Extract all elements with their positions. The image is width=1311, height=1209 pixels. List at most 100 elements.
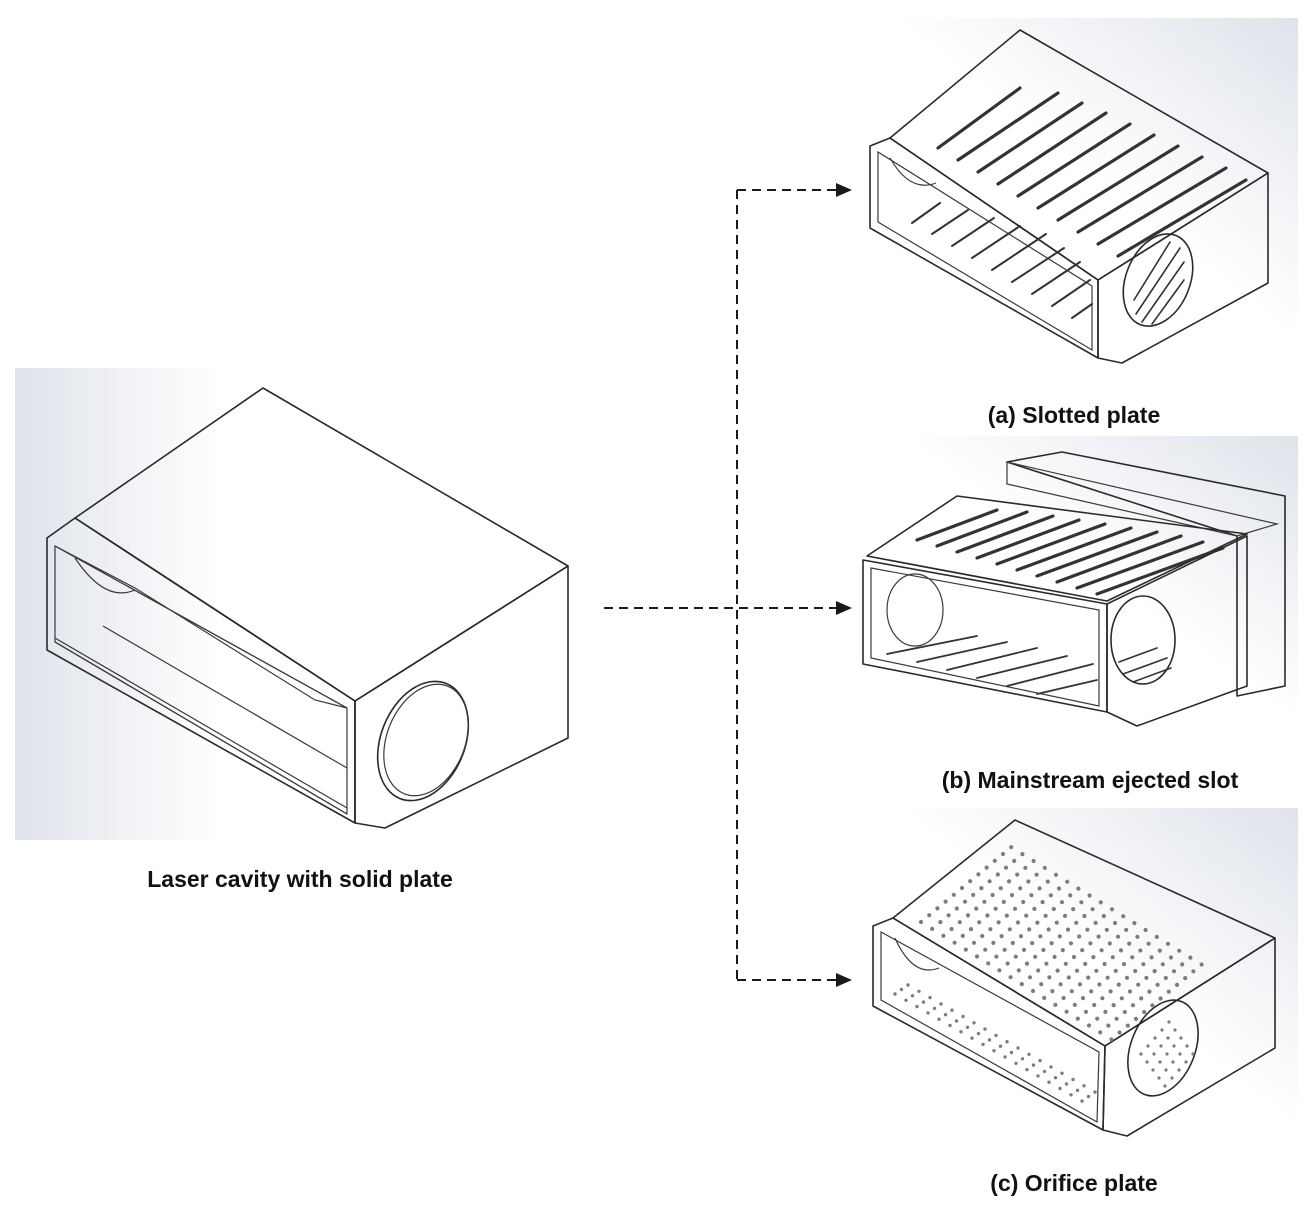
side-port-circle	[1127, 999, 1199, 1097]
orifice-hole	[1121, 962, 1127, 967]
orifice-hole	[1086, 1094, 1091, 1099]
orifice-hole	[1177, 948, 1182, 953]
orifice-hole	[1150, 1003, 1155, 1008]
orifice-hole	[1122, 1009, 1127, 1015]
top-plate	[866, 495, 1248, 602]
orifice-hole	[974, 954, 980, 959]
orifice-hole	[1184, 1060, 1188, 1064]
orifice-hole	[976, 1031, 981, 1036]
orifice-hole	[1144, 975, 1149, 980]
orifice-hole	[1004, 913, 1009, 918]
orifice-hole	[927, 913, 932, 918]
orifice-hole	[1019, 982, 1024, 987]
orifice-hole	[1064, 1082, 1069, 1086]
orifice-hole	[1024, 913, 1029, 918]
orifice-hole	[939, 1002, 943, 1006]
orifice-hole	[1031, 858, 1036, 864]
bottom-slots	[911, 202, 1093, 319]
orifice-hole	[1087, 893, 1092, 898]
side-wall	[354, 565, 569, 829]
slotted-plate-panel	[850, 18, 1298, 376]
orifice-hole	[999, 934, 1004, 939]
side-port-circle	[1110, 595, 1176, 685]
orifice-hole	[906, 983, 910, 987]
orifice-hole	[1042, 1069, 1047, 1074]
orifice-hole	[1030, 941, 1035, 946]
orifice-hole	[1058, 1086, 1062, 1091]
orifice-hole	[1130, 1003, 1136, 1008]
orifice-hole	[957, 920, 962, 925]
orifice-hole	[1053, 872, 1059, 877]
orifice-hole	[1064, 1009, 1069, 1014]
orifice-hole	[962, 899, 968, 904]
orifice-hole	[1044, 961, 1049, 966]
orifice-hole	[1005, 961, 1010, 966]
side-wall	[1102, 937, 1276, 1137]
arrowhead-orifice	[836, 973, 852, 987]
slotted-plate-drawing	[850, 18, 1298, 376]
orifice-hole	[1135, 934, 1140, 939]
orifice-hole	[1147, 989, 1152, 994]
orifice-hole	[986, 961, 991, 966]
orifice-hole	[1100, 996, 1105, 1001]
orifice-hole	[1052, 954, 1057, 959]
orifice-hole	[1025, 1067, 1029, 1072]
orifice-hole	[950, 1008, 954, 1012]
orifice-hole	[1080, 948, 1085, 953]
orifice-hole	[1071, 1077, 1075, 1082]
orifice-hole	[1029, 893, 1034, 898]
orifice-hole	[1163, 975, 1168, 981]
orifice-hole	[1077, 982, 1083, 987]
orifice-hole	[1092, 1002, 1097, 1008]
orifice-hole	[984, 865, 989, 870]
orifice-hole	[972, 1021, 976, 1025]
orifice-hole	[1082, 913, 1087, 919]
orifice-hole	[1158, 1060, 1162, 1064]
orifice-hole	[987, 879, 992, 884]
orifice-hole	[959, 885, 965, 891]
orifice-hole	[1047, 1080, 1051, 1084]
orifice-hole	[1168, 955, 1174, 960]
orifice-hole	[918, 919, 924, 925]
orifice-hole	[1048, 893, 1053, 898]
orifice-hole	[1106, 1023, 1111, 1028]
orifice-hole	[977, 920, 982, 925]
orifice-hole	[937, 1017, 941, 1021]
orifice-hole	[899, 987, 904, 992]
orifice-hole	[980, 933, 985, 939]
orifice-hole	[1010, 940, 1015, 946]
orifice-plate-drawing	[855, 808, 1298, 1163]
orifice-hole	[1097, 982, 1102, 987]
orifice-hole	[1005, 1040, 1009, 1044]
orifice-hole	[1003, 1055, 1007, 1059]
orifice-hole	[1179, 1036, 1183, 1040]
orifice-hole	[1191, 1052, 1195, 1056]
orifice-hole	[1009, 893, 1015, 898]
orifice-hole	[998, 1044, 1003, 1048]
orifice-hole	[1015, 920, 1021, 925]
orifice-hole	[1024, 961, 1030, 966]
orifice-hole	[1191, 969, 1196, 974]
orifice-hole	[1008, 975, 1013, 980]
orifice-hole	[1027, 1052, 1031, 1056]
orifice-hole	[935, 906, 940, 911]
orifice-hole	[917, 989, 921, 993]
orifice-hole	[1094, 968, 1099, 973]
orifice-hole	[1199, 962, 1204, 967]
orifice-hole	[941, 933, 946, 938]
orifice-hole	[1151, 1068, 1155, 1072]
solid-plate-caption: Laser cavity with solid plate	[147, 866, 453, 892]
orifice-hole	[1021, 899, 1026, 905]
orifice-hole	[1083, 1009, 1089, 1014]
orifice-hole	[1036, 968, 1041, 973]
orifice-hole	[1139, 996, 1144, 1001]
orifice-hole	[1063, 961, 1068, 966]
top-slots	[915, 508, 1225, 596]
orifice-hole	[994, 954, 999, 959]
orifice-hole	[1116, 982, 1121, 987]
orifice-hole	[985, 913, 990, 918]
orifice-hole	[1032, 906, 1037, 911]
orifice-hole	[1009, 1050, 1014, 1055]
orifice-hole	[1035, 920, 1040, 925]
orifice-hole	[1027, 927, 1032, 932]
